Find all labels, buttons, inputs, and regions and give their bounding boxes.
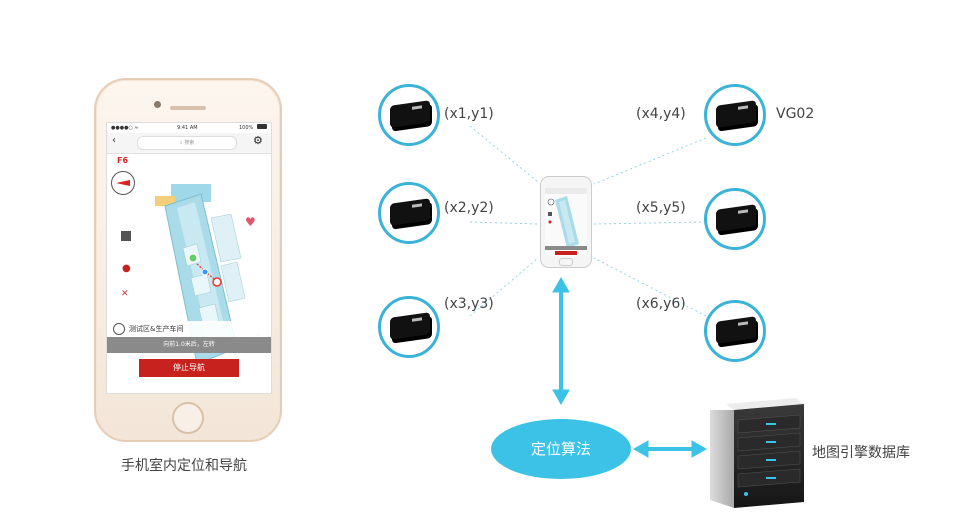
center-phone-screen [545,188,587,256]
direction-instruction: 向前1.0米后，左转 [107,337,271,353]
beacon-device-icon [390,312,430,340]
phone-caption: 手机室内定位和导航 [121,458,247,474]
search-input[interactable]: ⌕ 搜索 [137,136,237,150]
beacon-1-coord: (x1,y1) [444,106,494,122]
beacon-3 [378,296,440,358]
beacon-5-coord: (x5,y5) [636,200,686,216]
device-model-label: VG02 [776,106,815,122]
phone-screen: ●●●●○ ≈ 9:41 AM 100% ‹ ⌕ 搜索 ⚙ F6 [106,122,272,394]
status-battery: 100% [239,125,254,131]
stop-navigation-button[interactable]: 停止导航 [139,359,239,377]
beacon-1 [378,84,440,146]
positioning-algorithm: 定位算法 [491,419,631,479]
status-time: 9:41 AM [177,125,198,131]
signal-icon: ●●●●○ ≈ [111,125,139,131]
map-engine-database-label: 地图引擎数据库 [812,445,910,461]
beacon-6-coord: (x6,y6) [636,296,686,312]
beacon-2 [378,182,440,244]
settings-gear-icon[interactable]: ⚙ [253,134,263,147]
floor-indicator[interactable]: F6 [117,156,129,165]
search-icon: ⌕ [179,140,185,146]
beacon-2-coord: (x2,y2) [444,200,494,216]
server-icon [710,398,804,508]
beacon-device-icon [390,100,430,128]
beacon-device-icon [716,100,756,128]
beacon-6 [704,300,766,362]
center-phone-illustration [540,176,592,268]
route-icon[interactable]: ✕ [121,289,129,299]
location-bar: 测试区&生产车间 [107,321,271,337]
heart-icon[interactable]: ♥ [245,215,256,229]
search-placeholder: 搜索 [184,140,195,146]
beacon-4-coord: (x4,y4) [636,106,686,122]
smartphone-illustration: ●●●●○ ≈ 9:41 AM 100% ‹ ⌕ 搜索 ⚙ F6 [94,78,282,442]
beacon-4 [704,84,766,146]
speaker-slot [170,106,206,110]
status-bar: ●●●●○ ≈ 9:41 AM 100% [107,123,271,133]
home-button [172,402,204,434]
battery-icon [257,124,267,129]
beacon-device-icon [716,204,756,232]
compass-icon[interactable] [111,171,135,195]
front-camera [154,101,161,108]
drop-icon[interactable]: ● [122,263,131,274]
locate-icon[interactable] [113,323,125,335]
location-name: 测试区&生产车间 [129,325,184,333]
layer-icon[interactable] [121,231,131,241]
center-phone-home-button [559,258,573,266]
beacon-device-icon [716,316,756,344]
beacon-5 [704,188,766,250]
back-icon[interactable]: ‹ [112,135,116,146]
beacon-3-coord: (x3,y3) [444,296,494,312]
beacon-device-icon [390,198,430,226]
